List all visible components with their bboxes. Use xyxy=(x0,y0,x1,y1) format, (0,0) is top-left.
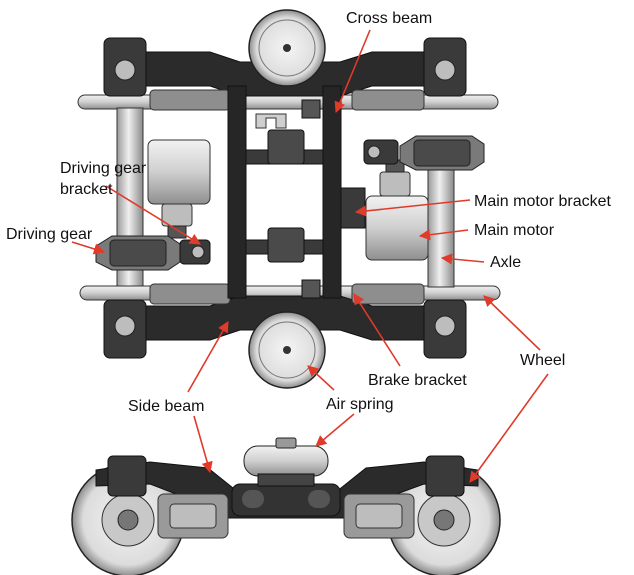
cross-beam-left xyxy=(227,85,247,299)
main-motor-right xyxy=(365,159,429,261)
primary-link-tl xyxy=(149,89,231,111)
driving-gear-left xyxy=(95,235,181,271)
center-bracket xyxy=(255,113,287,129)
label-axle: Axle xyxy=(490,254,522,271)
driving-gear-bracket-right xyxy=(363,139,399,165)
air-spring-bottom xyxy=(248,311,326,389)
label-cross-beam: Cross beam xyxy=(346,10,433,27)
label-brake-bracket: Brake bracket xyxy=(368,372,467,389)
arrow-main-motor xyxy=(418,229,469,241)
top-view xyxy=(77,9,501,389)
label-main-motor: Main motor xyxy=(474,222,555,239)
arrow-brake-bracket xyxy=(353,293,401,367)
label-main-motor-bracket: Main motor bracket xyxy=(474,193,611,210)
side-wheel-right xyxy=(387,463,501,575)
air-spring-top xyxy=(248,9,326,87)
side-gear-right xyxy=(343,493,415,539)
arrow-side-beam-side xyxy=(193,415,213,474)
axle-box-top-right xyxy=(423,37,467,97)
side-axle-box-right xyxy=(425,455,465,497)
driving-gear-right xyxy=(399,135,485,171)
bolster-window-2 xyxy=(308,490,330,508)
arrow-air-spring xyxy=(307,365,335,391)
side-view xyxy=(71,437,501,575)
main-motor-bracket xyxy=(340,187,366,229)
primary-link-tr xyxy=(351,89,425,111)
label-driving-gear-bracket-2: bracket xyxy=(60,181,113,198)
primary-link-br xyxy=(351,283,425,305)
top-wheel-upper xyxy=(77,94,499,110)
callout-arrows xyxy=(71,29,549,483)
center-block-top xyxy=(267,129,305,165)
side-gear-left xyxy=(157,493,229,539)
arrow-wheel-top xyxy=(483,295,541,351)
label-side-beam: Side beam xyxy=(128,398,205,415)
arrow-driving-gear-bracket xyxy=(105,185,201,245)
arrow-main-motor-bracket xyxy=(354,199,471,217)
air-spring-side xyxy=(243,437,329,487)
brake-block-bottom xyxy=(301,279,321,299)
label-driving-gear: Driving gear xyxy=(6,226,93,243)
arrow-wheel-side xyxy=(469,373,549,483)
axle-box-bottom-right xyxy=(423,299,467,359)
arrow-driving-gear xyxy=(71,241,106,255)
arrow-side-beam-top xyxy=(187,321,229,393)
primary-link-bl xyxy=(149,283,231,305)
axle-right xyxy=(427,164,455,288)
driving-gear-bracket-left xyxy=(179,239,211,265)
label-air-spring: Air spring xyxy=(326,396,394,413)
axle-box-top-left xyxy=(103,37,147,97)
label-driving-gear-bracket-1: Driving gear xyxy=(60,160,147,177)
arrow-cross-beam xyxy=(334,29,371,114)
bolster-window-1 xyxy=(242,490,264,508)
arrow-air-spring-side xyxy=(315,413,355,447)
arrow-axle xyxy=(440,253,485,265)
axle-box-bottom-left xyxy=(103,299,147,359)
center-block-bottom xyxy=(267,227,305,263)
cross-beam-right xyxy=(322,85,342,299)
main-motor-left xyxy=(147,139,211,239)
side-axle-box-left xyxy=(107,455,147,497)
label-wheel: Wheel xyxy=(520,352,566,369)
brake-block-top xyxy=(301,99,321,119)
